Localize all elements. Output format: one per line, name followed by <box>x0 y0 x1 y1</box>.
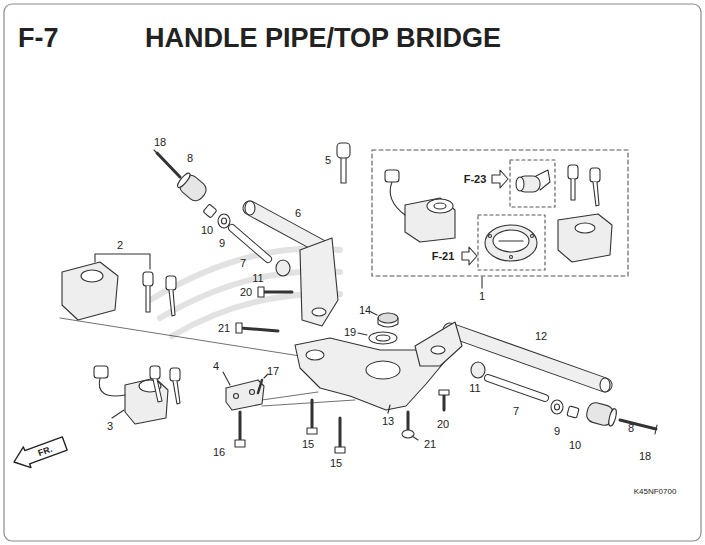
callout-number: 8 <box>187 153 193 164</box>
callout-number: 5 <box>325 155 331 166</box>
callout-number: 1 <box>479 291 485 302</box>
section-ref: F-21 <box>432 251 455 262</box>
callout-number: 21 <box>218 323 230 334</box>
section-code: F-7 <box>18 25 59 52</box>
callout-number: 4 <box>213 361 219 372</box>
callout-number: 17 <box>267 366 279 377</box>
callout-number: 9 <box>219 238 225 249</box>
callout-number: 15 <box>330 458 342 469</box>
callout-number: 11 <box>252 273 263 284</box>
callout-number: 19 <box>344 327 356 338</box>
callout-number: 20 <box>240 287 252 298</box>
callout-number: 15 <box>302 439 314 450</box>
callout-number: 8 <box>628 423 634 434</box>
callout-number: 14 <box>359 305 371 316</box>
callout-number: 11 <box>469 383 480 394</box>
callout-number: 10 <box>201 225 213 236</box>
callout-number: 16 <box>213 447 225 458</box>
callout-number: 21 <box>424 439 436 450</box>
callout-number: 3 <box>107 421 113 432</box>
section-ref: F-23 <box>464 174 487 185</box>
callout-number: 7 <box>513 406 519 417</box>
callout-number: 10 <box>569 440 581 451</box>
callout-number: 18 <box>639 451 651 462</box>
callout-number: 12 <box>535 331 547 342</box>
callout-number: 13 <box>382 416 394 427</box>
callout-number: 18 <box>154 137 166 148</box>
callout-number: 7 <box>240 258 246 269</box>
callout-number: 9 <box>554 426 560 437</box>
callout-number: 2 <box>117 240 123 251</box>
callout-number: 20 <box>437 419 449 430</box>
callout-number: 6 <box>295 208 301 219</box>
figure-code: K45NF0700 <box>634 488 677 496</box>
diagram-title: HANDLE PIPE/TOP BRIDGE <box>145 25 501 52</box>
